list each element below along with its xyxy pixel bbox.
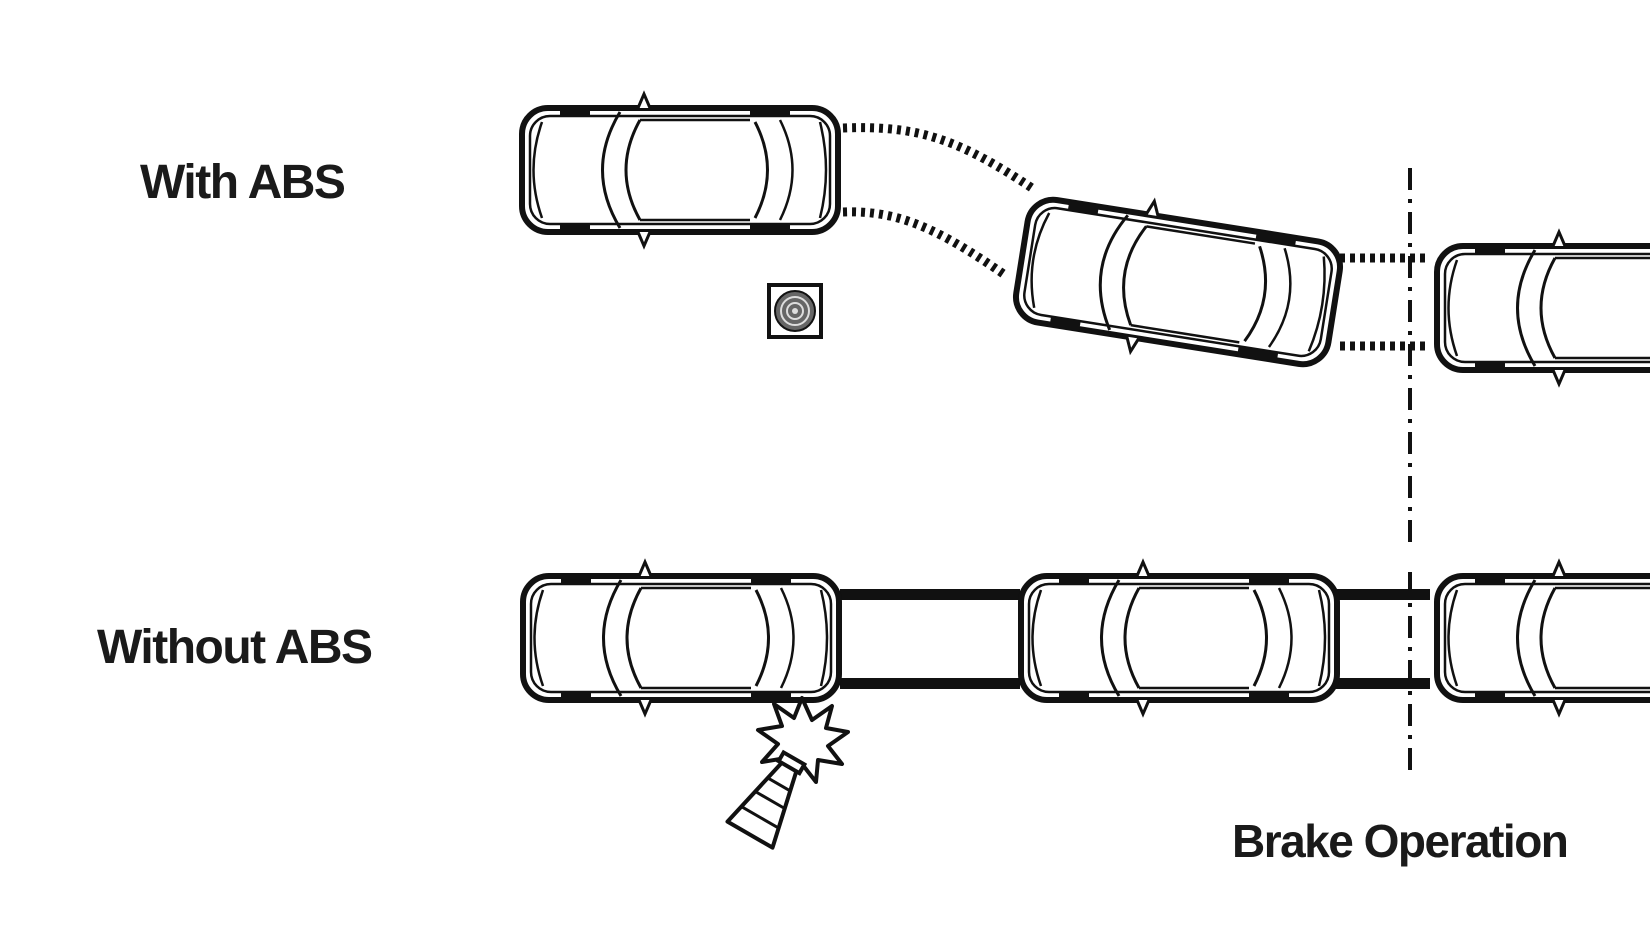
with-abs-track-upper	[842, 123, 1038, 194]
traffic-cone-icon	[725, 749, 808, 850]
without-abs-car-2	[1021, 562, 1337, 714]
without-abs-car-1	[523, 562, 839, 714]
without-abs-track-lower	[840, 678, 1020, 689]
without-abs-track-upper-end	[1335, 589, 1430, 600]
with-abs-car-1	[522, 94, 838, 246]
without-abs-label: Without ABS	[97, 621, 373, 674]
with-abs-label: With ABS	[140, 156, 346, 209]
obstacle-cone-icon	[767, 283, 823, 339]
with-abs-car-3	[1437, 232, 1650, 384]
with-abs-track-lower	[842, 207, 1008, 279]
brake-operation-label: Brake Operation	[1232, 815, 1569, 867]
without-abs-car-3	[1437, 562, 1650, 714]
with-abs-car-2	[1010, 182, 1346, 382]
without-abs-track-lower-end	[1335, 678, 1430, 689]
without-abs-track-upper	[840, 589, 1020, 600]
